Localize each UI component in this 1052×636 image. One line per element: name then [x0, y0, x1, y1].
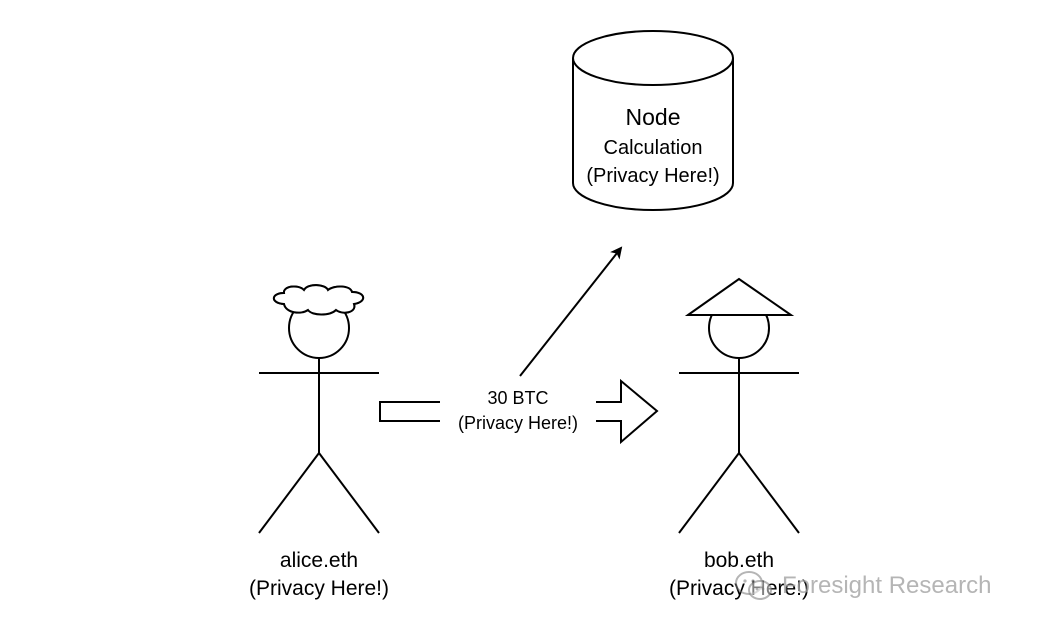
- transaction-to-node-arrow: [519, 246, 623, 377]
- bob-name-label: bob.eth: [703, 549, 775, 572]
- watermark-text: Foresight Research: [782, 572, 992, 599]
- node-line-privacy: (Privacy Here!): [586, 165, 720, 187]
- bob-figure: [678, 277, 800, 534]
- wechat-icon: [735, 571, 772, 600]
- transfer-arrow-shape: [379, 378, 659, 445]
- bob-privacy-note: (Privacy Here!): [668, 577, 810, 600]
- bob-conical-hat: [684, 277, 795, 316]
- alice-privacy-note: (Privacy Here!): [248, 577, 390, 600]
- transaction-privacy-note: (Privacy Here!): [440, 413, 596, 435]
- alice-cloud-hat-front: [272, 284, 365, 316]
- alice-name-label: alice.eth: [279, 549, 359, 572]
- transaction-amount: 30 BTC: [440, 388, 596, 410]
- alice-figure: [258, 284, 380, 534]
- watermark: Foresight Research: [732, 568, 991, 604]
- node-database-shape: [572, 30, 734, 211]
- node-line-calculation: Calculation: [603, 137, 703, 159]
- node-title: Node: [625, 104, 681, 130]
